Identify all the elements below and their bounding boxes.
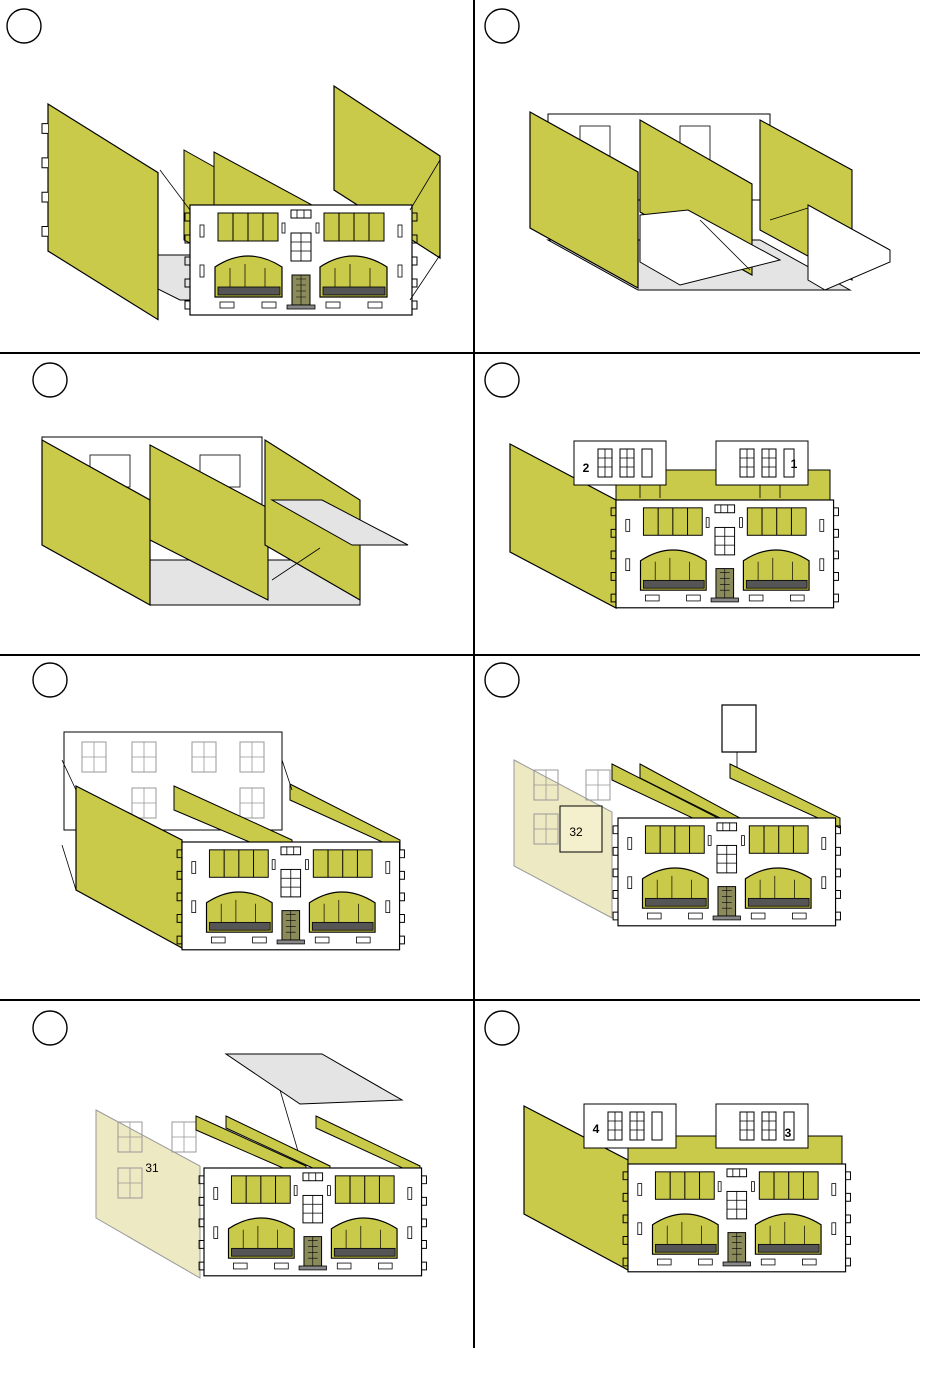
step-marker-5 bbox=[33, 663, 67, 697]
window-card-label-1: 1 bbox=[791, 457, 798, 471]
window-card-label-2: 2 bbox=[583, 461, 590, 475]
panel-7: 31 bbox=[33, 1011, 426, 1278]
step-marker-8 bbox=[485, 1011, 519, 1045]
window-card-label-4: 4 bbox=[593, 1122, 600, 1136]
step-marker-1 bbox=[7, 9, 41, 43]
part-number-31: 31 bbox=[145, 1161, 159, 1175]
panel-4: 2 1 bbox=[485, 363, 838, 608]
roof-slab bbox=[226, 1054, 402, 1104]
step-marker-2 bbox=[485, 9, 519, 43]
window-card-label-3: 3 bbox=[785, 1126, 792, 1140]
step-marker-7 bbox=[33, 1011, 67, 1045]
step-marker-6 bbox=[485, 663, 519, 697]
panel-3 bbox=[33, 363, 408, 605]
panel-2 bbox=[485, 9, 890, 290]
step-marker-3 bbox=[33, 363, 67, 397]
panel-5 bbox=[33, 663, 404, 950]
step-marker-4 bbox=[485, 363, 519, 397]
loose-block bbox=[722, 705, 756, 752]
part-number-32: 32 bbox=[569, 825, 583, 839]
panel-1 bbox=[7, 9, 440, 320]
panel-8: 4 3 bbox=[485, 1011, 850, 1272]
panel-6: 32 bbox=[485, 663, 840, 926]
